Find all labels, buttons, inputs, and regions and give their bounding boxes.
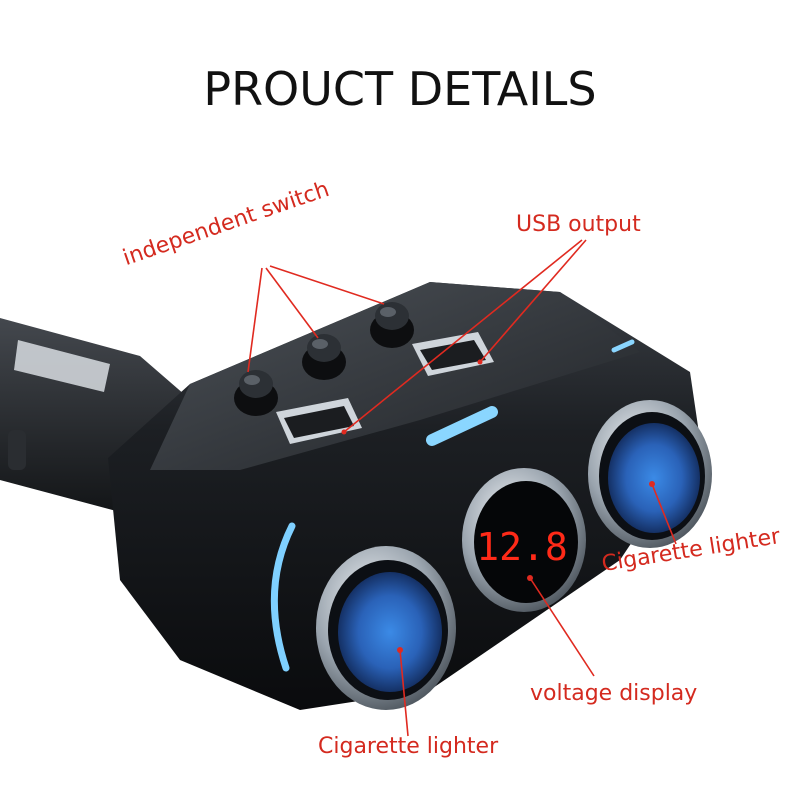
voltage-reading: 12.8 <box>476 525 568 569</box>
cigarette-socket-right <box>588 400 712 548</box>
label-voltage-display: voltage display <box>530 681 698 706</box>
switch-button-2 <box>302 334 346 380</box>
voltage-display: 12.8 <box>462 468 586 612</box>
label-cigarette-lighter-bottom: Cigarette lighter <box>318 734 499 759</box>
page-title: PROUCT DETAILS <box>203 62 597 116</box>
switch-button-3 <box>370 302 414 348</box>
leader-dots <box>341 359 655 653</box>
glow-strip-center <box>426 406 498 446</box>
cigarette-socket-left <box>316 546 456 710</box>
usb-port-right <box>412 332 494 376</box>
leader-lines <box>247 239 677 737</box>
usb-port-left <box>276 398 362 444</box>
glow-strip-left <box>270 522 296 672</box>
switch-button-1 <box>234 370 278 416</box>
label-usb-output: USB output <box>516 212 641 237</box>
